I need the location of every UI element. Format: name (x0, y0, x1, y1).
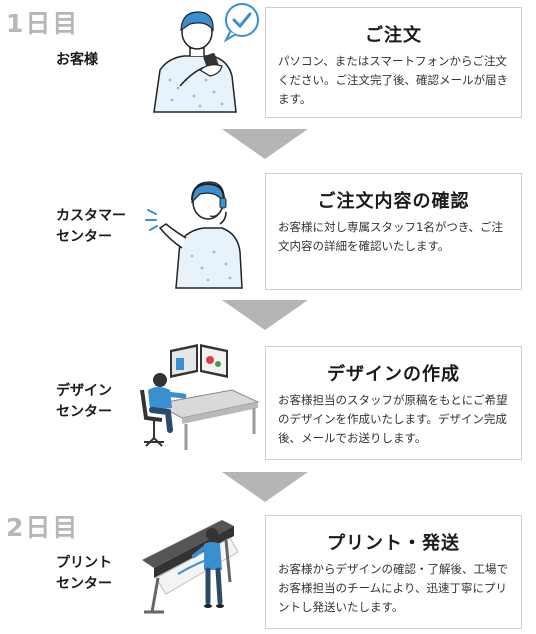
day-1-label: 1日目 (6, 9, 80, 38)
customer-smartphone-illustration (153, 3, 259, 113)
step-4-description: お客様からデザインの確認・了解後、工場でお客様担当のチームにより、迅速丁寧にプリ… (278, 562, 508, 614)
day-2-label: 2日目 (6, 513, 80, 542)
step-2-card: ご注文内容の確認 お客様に対し専属スタッフ1名がつき、ご注文内容の詳細を確認いた… (265, 173, 522, 290)
step-2-title: ご注文内容の確認 (317, 191, 470, 212)
step-4-title: プリント・発送 (327, 533, 460, 554)
step-2-description: お客様に対し専属スタッフ1名がつき、ご注文内容の詳細を確認いたします。 (278, 220, 504, 253)
step-1-card: ご注文 パソコン、またはスマートフォンからご注文ください。ご注文完了後、確認メー… (265, 7, 522, 118)
down-arrow-icon (222, 472, 308, 502)
step-1-actor: お客様 (56, 52, 98, 68)
step-2-actor: カスタマー センター (56, 208, 126, 245)
designer-desk-illustration (140, 344, 260, 450)
step-3-description: お客様担当のスタッフが原稿をもとにご希望のデザインを作成いたします。デザイン完成… (278, 393, 508, 445)
step-1-description: パソコン、またはスマートフォンからご注文ください。ご注文完了後、確認メールが届き… (278, 54, 508, 106)
step-3-card: デザインの作成 お客様担当のスタッフが原稿をもとにご希望のデザインを作成いたしま… (265, 346, 522, 460)
step-3-actor: デザイン センター (56, 383, 112, 420)
down-arrow-icon (222, 129, 308, 159)
step-1-title: ご注文 (365, 25, 422, 46)
step-4-card: プリント・発送 お客様からデザインの確認・了解後、工場でお客様担当のチームにより… (265, 515, 522, 629)
step-4-actor: プリント センター (56, 555, 112, 592)
step-3-title: デザインの作成 (327, 364, 460, 385)
headset-operator-illustration (145, 181, 243, 289)
large-format-printer-illustration (142, 520, 239, 614)
down-arrow-icon (222, 300, 308, 330)
